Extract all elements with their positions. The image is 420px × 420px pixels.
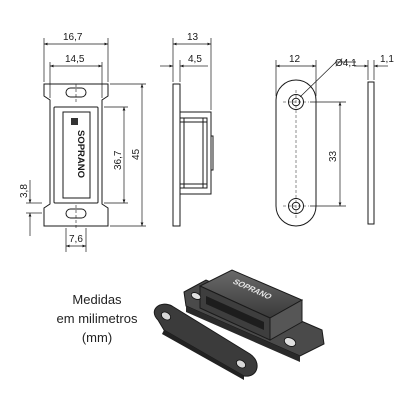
side-view [172,83,214,227]
front-view-inner [62,111,91,199]
render-striker-plate [153,303,258,377]
units-note-line-2: em milimetros [56,311,138,326]
side-view-magnet [179,117,208,189]
product-render: SOPRANO [153,269,325,380]
dim-front-inner-width: 14,5 [65,54,85,65]
brand-label: SOPRANO [75,130,86,178]
dim-side-base-thickness: 4,5 [188,54,202,65]
dim-plate-thickness: 1,1 [380,54,394,65]
front-view-logo-badge [71,118,78,125]
units-note-line-1: Medidas [72,292,122,307]
striker-plate-outline [275,79,317,227]
units-note: Medidas em milimetros (mm) [42,290,152,347]
front-view-outline [43,83,109,227]
render-catch-side [269,299,303,341]
dim-plate-width: 12 [289,54,301,65]
dim-line-plate-hole-diameter [299,61,337,98]
dim-front-bottom-width: 7,6 [69,234,83,245]
front-view-body [53,106,99,204]
striker-plate-thickness-view [367,81,375,225]
dim-plate-hole-spacing: 33 [328,150,339,162]
dim-front-slot-height: 36,7 [113,150,124,170]
dim-front-width: 16,7 [63,32,83,43]
dim-front-hole-offset: 3,8 [19,184,30,198]
dim-plate-hole-diameter: Ø4,1 [335,58,357,69]
striker-plate-view [275,79,375,227]
dim-front-height: 45 [131,148,142,160]
side-view-outline [172,83,212,227]
dim-side-depth: 13 [187,32,199,43]
front-view [43,83,109,228]
units-note-line-3: (mm) [81,330,113,345]
